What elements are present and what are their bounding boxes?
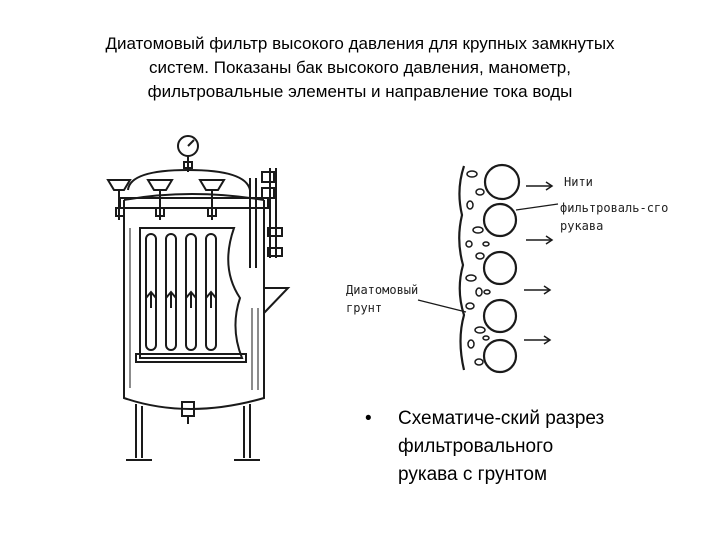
- bottom-collector: [135, 353, 247, 363]
- flow-arrows: [524, 181, 554, 345]
- threads-leader: [515, 203, 559, 211]
- top-manifold: [119, 197, 269, 209]
- soil-label-line-1: Диатомовый: [346, 283, 418, 297]
- title-line-3: фильтровальные элементы и направление то…: [147, 82, 573, 101]
- diatom-particles: [465, 170, 491, 366]
- filter-elements: [145, 233, 217, 351]
- caption-bullet-item: • Схематиче-ский разрез фильтровального …: [365, 405, 695, 489]
- soil-leader: [417, 299, 467, 313]
- threads-label-line-2: фильтроваль-сго: [560, 201, 668, 215]
- caption-line-2: фильтровального: [398, 436, 554, 457]
- caption-line-1: Схематиче-ский разрез: [398, 408, 605, 429]
- soil-boundary: [458, 165, 466, 371]
- caption-line-3: рукава с грунтом: [398, 464, 548, 485]
- slide-title: Диатомовый фильтр высокого давления для …: [40, 32, 680, 104]
- caption-text: Схематиче-ский разрез фильтровального ру…: [398, 405, 695, 489]
- threads-label-line-3: рукава: [560, 219, 603, 233]
- title-line-1: Диатомовый фильтр высокого давления для …: [105, 34, 615, 53]
- bullet-dot: •: [365, 408, 372, 429]
- sleeve-section-drawing: Нити фильтроваль-сго рукава Диатомовый г…: [346, 163, 668, 374]
- title-line-2: систем. Показаны бак высокого давления, …: [149, 58, 571, 77]
- side-piping: [249, 168, 291, 314]
- manometer-icon: [177, 135, 199, 172]
- filter-tank-drawing: [106, 135, 291, 461]
- tank-legs: [126, 404, 260, 461]
- soil-label-line-2: грунт: [346, 301, 382, 315]
- sleeve-threads: [482, 163, 521, 374]
- threads-label-line-1: Нити: [564, 175, 593, 189]
